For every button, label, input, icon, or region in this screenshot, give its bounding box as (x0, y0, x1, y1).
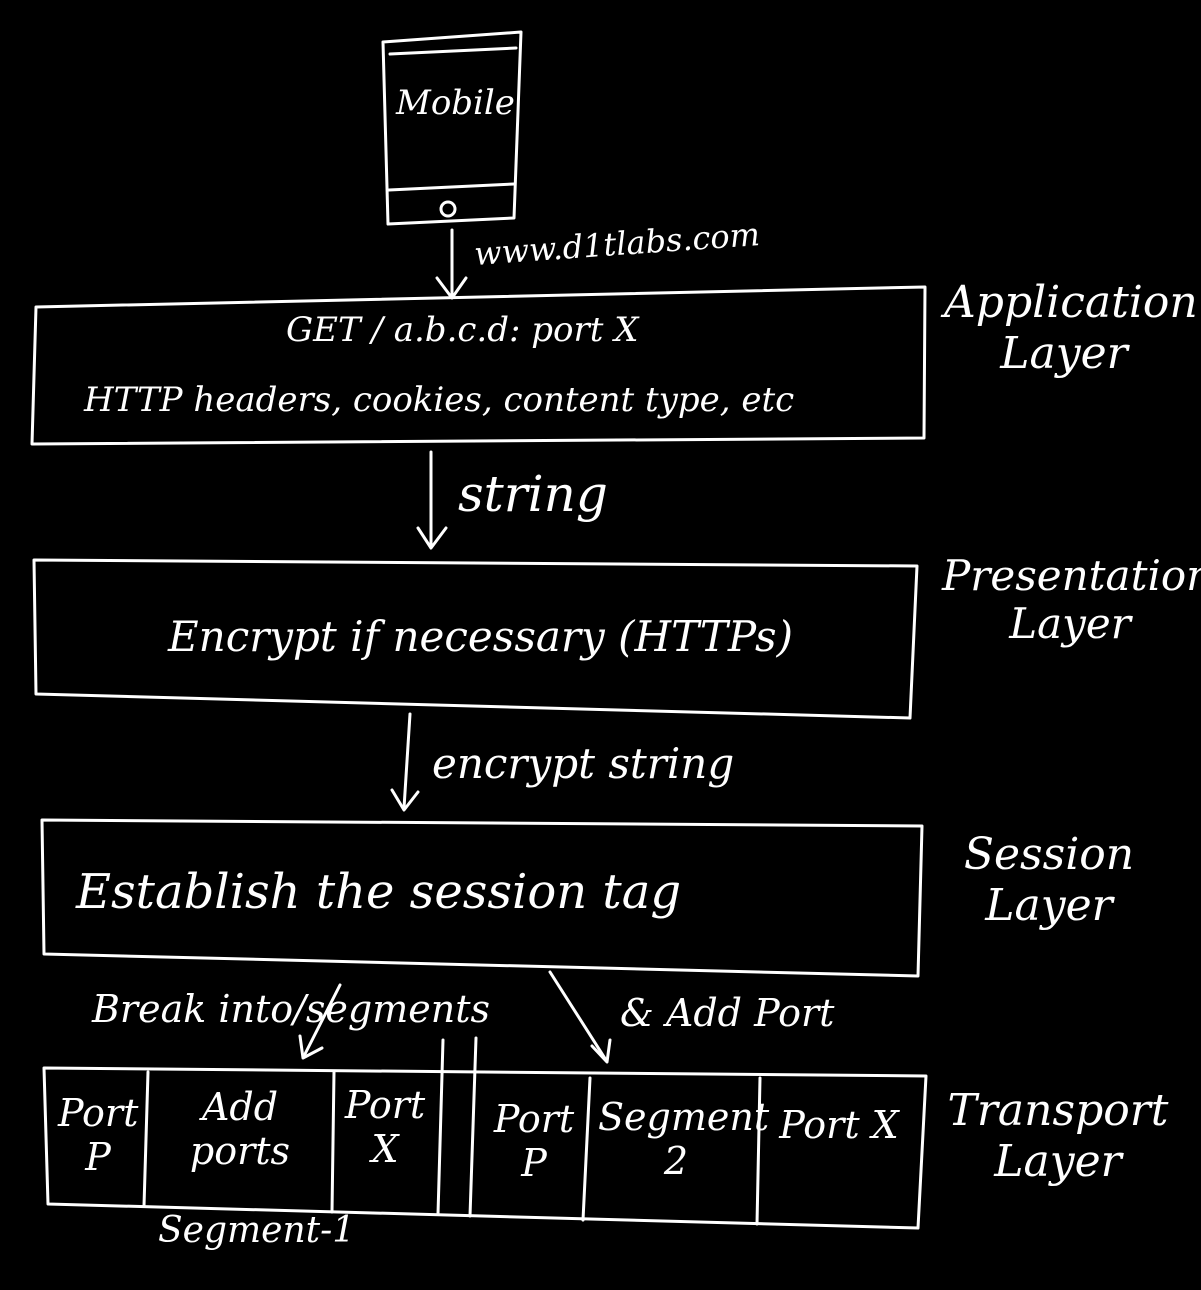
application-line-2: HTTP headers, cookies, content type, etc (84, 380, 795, 420)
transport-divider (142, 1070, 150, 1208)
layer-name-line: Session (963, 829, 1135, 880)
string-label: string (458, 465, 608, 523)
transport-cell-segment-2: Segment 2 (598, 1095, 770, 1183)
layer-name-line: Presentation (942, 551, 1201, 600)
transport-divider (755, 1076, 762, 1226)
segment-break-line (468, 1036, 478, 1218)
transport-box (42, 1066, 928, 1230)
application-box (30, 285, 927, 446)
cell-line: ports (189, 1128, 291, 1173)
layer-name-line: Layer (994, 1135, 1122, 1187)
mobile-label: Mobile (396, 83, 515, 123)
transport-cell-add-ports: Add ports (170, 1085, 310, 1173)
cell-line: 2 (663, 1138, 689, 1183)
cell-line: Port X (779, 1103, 899, 1147)
cell-line: X (371, 1126, 399, 1171)
layer-name-line: Application (944, 277, 1198, 328)
session-layer-name: Session Layer (944, 829, 1154, 931)
cell-line: Port (493, 1097, 575, 1141)
presentation-line-1: Encrypt if necessary (HTTPs) (168, 612, 793, 661)
layer-name-line: Layer (1009, 599, 1131, 649)
presentation-box (32, 558, 919, 720)
transport-divider (581, 1076, 592, 1222)
layer-name-line: Layer (985, 879, 1113, 931)
application-line-1: GET / a.b.c.d: port X (286, 310, 639, 350)
encrypt-string-label: encrypt string (432, 739, 735, 788)
add-port-label: & Add Port (620, 991, 835, 1035)
session-line-1: Establish the session tag (76, 864, 682, 920)
application-layer-name: Application Layer (944, 277, 1198, 379)
arrow-presentation-to-session (390, 712, 420, 812)
arrow-device-to-application (435, 228, 468, 300)
cell-line: Port (58, 1091, 139, 1135)
transport-cell-port-p-2: Port P (490, 1097, 578, 1185)
transport-layer-name: Transport Layer (940, 1085, 1176, 1187)
transport-divider (330, 1070, 336, 1214)
layer-name-line: Transport (947, 1085, 1169, 1136)
cell-line: P (85, 1134, 111, 1179)
arrow-session-to-transport-left (298, 983, 342, 1060)
mobile-phone-icon (381, 30, 523, 226)
presentation-layer-name: Presentation Layer (942, 551, 1201, 649)
cell-line: Segment (598, 1095, 770, 1139)
transport-cell-port-x-1: Port X (340, 1083, 430, 1171)
arrow-session-to-transport-right (548, 970, 612, 1064)
transport-cell-port-x-2: Port X (766, 1103, 912, 1148)
cell-line: P (521, 1140, 547, 1185)
transport-cell-port-p-1: Port P (58, 1091, 139, 1179)
layer-name-line: Layer (1000, 327, 1128, 379)
segment-break-line (436, 1038, 445, 1216)
arrow-application-to-presentation (416, 450, 448, 550)
segment-1-label: Segment-1 (158, 1210, 356, 1251)
break-into-segments-label: Break into/segments (92, 987, 490, 1031)
cell-line: Port (344, 1083, 426, 1127)
session-box (40, 818, 924, 978)
cell-line: Add (201, 1085, 279, 1129)
